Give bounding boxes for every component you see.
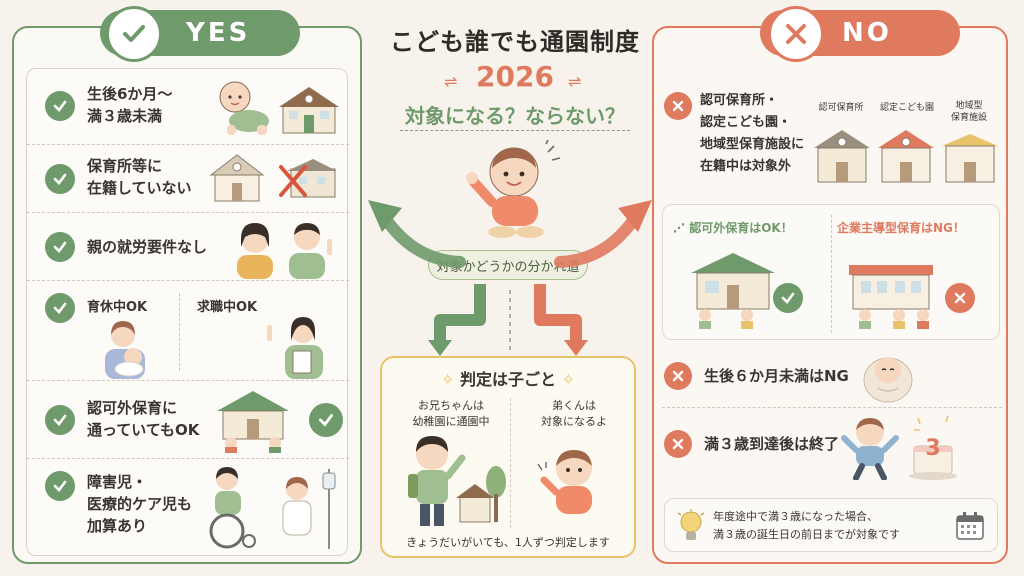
unlicensed-daycare-icon	[217, 391, 289, 453]
yes-item-text: 親の就労要件なし	[87, 238, 208, 256]
cross-icon	[664, 430, 692, 458]
crawling-baby-icon	[219, 81, 269, 135]
note-text: 年度途中で満３歳になった場合、満３歳の誕生日の前日までが対象です	[713, 510, 900, 541]
divider	[831, 215, 832, 333]
check-icon	[45, 91, 75, 121]
no-badge-label: NO	[842, 18, 892, 48]
decoration-right: ⇌	[568, 72, 584, 91]
cake-number: 3	[925, 436, 941, 461]
yes-item-text: 生後6か月〜満３歳未満	[87, 85, 173, 125]
title-divider	[400, 130, 630, 131]
year: 2026	[476, 60, 554, 93]
parents-icon	[237, 223, 332, 279]
facilities-icons	[814, 130, 998, 183]
mother-holding-baby-icon	[105, 321, 145, 379]
unlicensed-ok-label: ⋰ 認可外保育はOK！	[673, 221, 793, 235]
check-icon	[773, 283, 803, 313]
check-icon	[45, 293, 75, 323]
facility-label-licensed: 認可保育所	[818, 103, 864, 113]
check-icon	[106, 6, 162, 62]
lightbulb-icon	[677, 509, 705, 540]
divider	[510, 398, 511, 528]
no-item-text: 認可保育所・認定こども園・地域型保育施設に在籍中は対象外	[700, 93, 805, 174]
yes-item-text: 障害児・医療的ケア児も加算あり	[87, 473, 193, 535]
cross-icon	[945, 283, 975, 313]
check-icon	[45, 471, 75, 501]
childcare-leave-ok: 育休中OK	[87, 300, 148, 315]
nursery-building-icon	[279, 87, 339, 134]
per-child-judgment-panel: ✧ 判定は子ごと ✧ お兄ちゃんは幼稚園に通園中 弟くんは対象になるよ きょうだ…	[380, 356, 636, 558]
nursery-building-icon	[209, 154, 265, 202]
sparkle-icon: ✧	[556, 370, 575, 389]
no-item-text: 満３歳到達後は終了	[704, 435, 840, 453]
cross-icon	[664, 92, 692, 120]
facility-label-community: 地域型保育施設	[950, 101, 987, 123]
younger-brother-icon	[537, 450, 592, 514]
no-item-after-3-years: 満３歳到達後は終了 3	[662, 412, 1002, 486]
calendar-icon	[956, 512, 984, 540]
corporate-ng-label: 企業主導型保育はNG！	[837, 221, 965, 235]
subtitle: 対象になる？ならない？	[405, 104, 625, 128]
sparkle-icon: ✧	[441, 370, 460, 389]
unlicensed-daycare-icon	[691, 253, 775, 329]
divider	[179, 293, 180, 371]
jumping-toddler-icon	[841, 418, 899, 480]
unlicensed-vs-corporate-box: ⋰ 認可外保育はOK！ 企業主導型保育はNG！	[662, 204, 1000, 340]
sparkle-icon: ⋰	[673, 221, 690, 235]
yes-item-disability-care: 障害児・医療的ケア児も加算あり	[27, 459, 349, 557]
birthday-cake-icon	[909, 415, 957, 480]
judge-footer: きょうだいがいても、1人ずつ判定します	[406, 536, 610, 549]
job-seeker-icon	[267, 317, 323, 379]
decoration-left: ⇌	[444, 72, 460, 91]
check-icon	[45, 405, 75, 435]
corporate-daycare-icon	[849, 265, 933, 329]
yes-list: 生後6か月〜満３歳未満 保育所等に在籍していない	[26, 68, 349, 557]
yes-item-not-enrolled: 保育所等に在籍していない	[27, 145, 349, 213]
waving-baby-icon	[466, 140, 561, 238]
check-icon	[309, 403, 343, 437]
wheelchair-child-and-nurse-icon	[209, 467, 336, 549]
yes-item-text: 保育所等に在籍していない	[87, 157, 192, 197]
yes-item-unlicensed-ok: 認可外保育に通っていてもOK	[27, 381, 349, 459]
check-icon	[45, 232, 75, 262]
note-box: 年度途中で満３歳になった場合、満３歳の誕生日の前日までが対象です	[664, 498, 998, 552]
page-title: こども誰でも通園制度	[390, 28, 640, 56]
facility-label-certified: 認定こども園	[879, 103, 934, 113]
yes-item-text: 認可外保育に通っていてもOK	[87, 399, 200, 439]
cross-icon	[768, 6, 824, 62]
cross-icon	[664, 362, 692, 390]
no-item-enrolled-facilities: 認可保育所・認定こども園・地域型保育施設に在籍中は対象外 認可保育所 認定こども…	[662, 86, 1002, 194]
no-item-text: 生後６か月未満はNG	[704, 367, 849, 385]
flow-arrows	[368, 200, 652, 356]
swaddled-newborn-icon	[863, 357, 913, 403]
yes-item-no-work-requirement: 親の就労要件なし	[27, 213, 349, 281]
yes-item-age-range: 生後6か月〜満３歳未満	[27, 69, 349, 145]
check-icon	[45, 164, 75, 194]
no-item-under-6-months: 生後６か月未満はNG	[662, 346, 1002, 408]
job-seeking-ok: 求職中OK	[197, 300, 258, 315]
older-sibling-caption: お兄ちゃんは幼稚園に通園中	[412, 399, 490, 428]
yes-badge-label: YES	[186, 18, 251, 48]
crossed-facility-icon	[279, 159, 337, 198]
younger-sibling-caption: 弟くんは対象になるよ	[541, 399, 607, 428]
older-brother-kindergarten-icon	[408, 436, 506, 526]
yes-item-leave-jobseeking: 育休中OK 求職中OK	[27, 281, 349, 381]
judge-title: ✧ 判定は子ごと ✧	[441, 370, 575, 389]
